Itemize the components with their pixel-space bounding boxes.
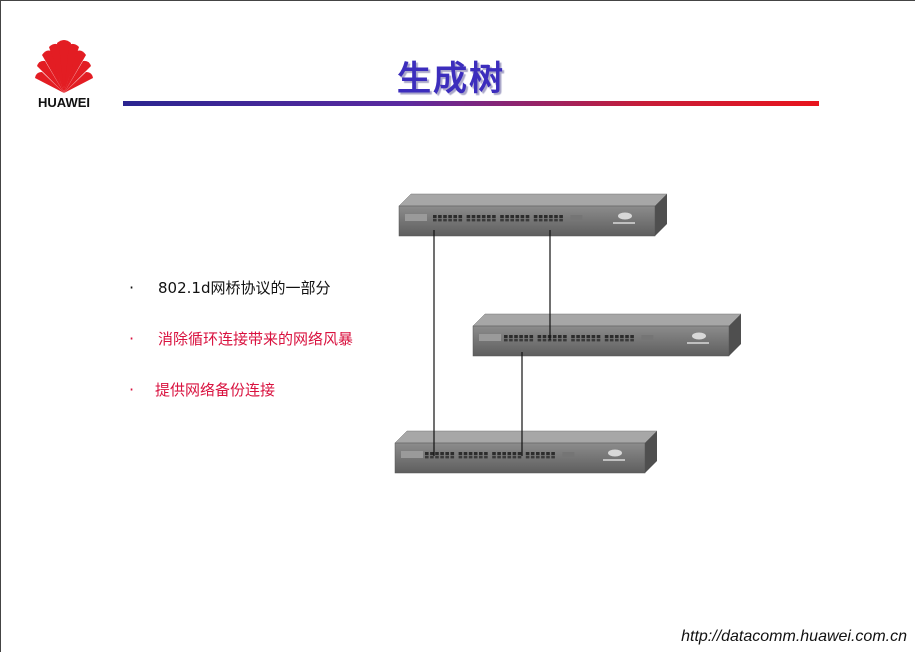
bullet-text: 802.1d网桥协议的一部分: [158, 279, 331, 297]
cable-links: [433, 230, 551, 456]
bullet-dot-icon: ·: [129, 278, 135, 297]
huawei-logo: HUAWEI: [29, 39, 99, 119]
switch-bottom: [394, 430, 658, 474]
logo-text: HUAWEI: [38, 95, 90, 110]
switch-top: [398, 193, 668, 237]
slide-title: 生成树: [397, 59, 505, 99]
huawei-petals-icon: [35, 40, 93, 93]
bullet-text: 消除循环连接带来的网络风暴: [158, 330, 354, 348]
bullet-text: 提供网络备份连接: [155, 381, 276, 399]
title-underline: [123, 101, 819, 106]
footer-url: http://datacomm.huawei.com.cn: [681, 628, 907, 645]
switch-middle: [472, 313, 742, 357]
bullet-dot-icon: ·: [129, 380, 135, 399]
bullet-dot-icon: ·: [129, 329, 135, 348]
